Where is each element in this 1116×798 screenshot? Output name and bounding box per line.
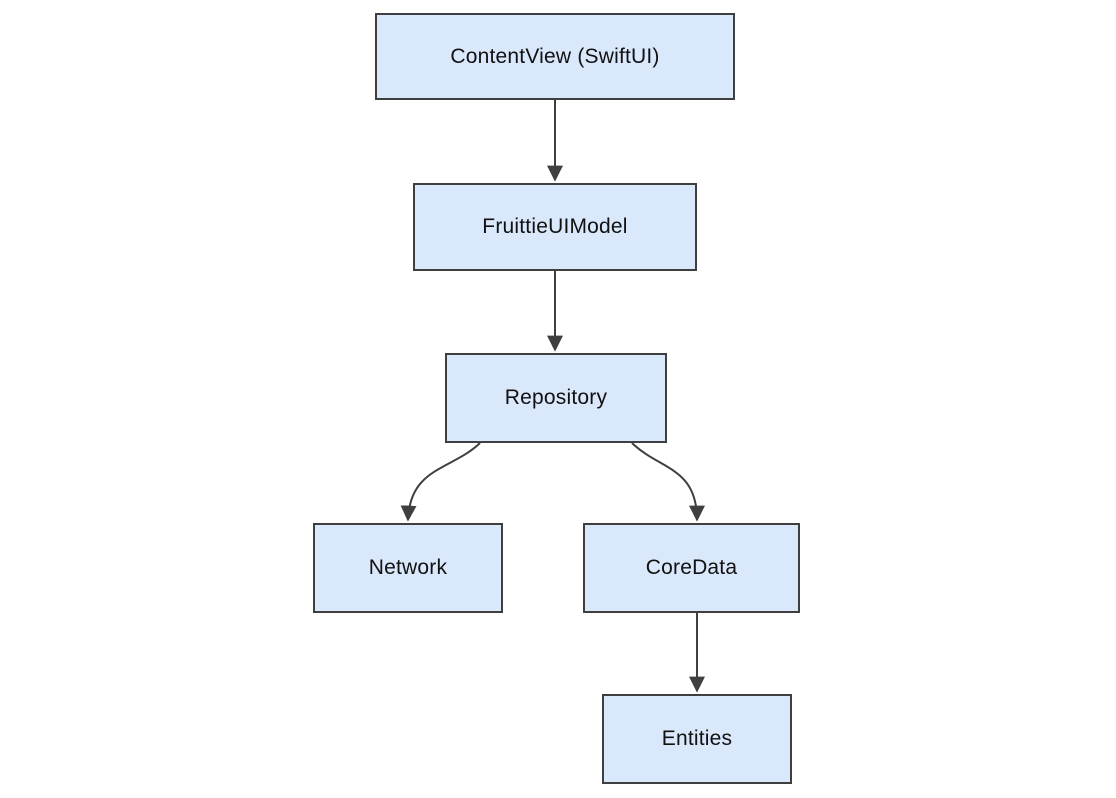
node-entities-label: Entities — [661, 727, 733, 750]
node-network-label: Network — [368, 556, 448, 579]
node-fruittieuimodel-label: FruittieUIModel — [482, 215, 628, 238]
node-contentview-swiftui: ContentView (SwiftUI) — [375, 13, 735, 100]
node-coredata-label: CoreData — [645, 556, 738, 579]
node-fruittieuimodel: FruittieUIModel — [413, 183, 697, 271]
node-repository: Repository — [445, 353, 667, 443]
node-coredata: CoreData — [583, 523, 800, 613]
node-network: Network — [313, 523, 503, 613]
edge-repository-to-coredata — [631, 442, 705, 522]
node-entities: Entities — [602, 694, 792, 784]
node-repository-label: Repository — [504, 386, 608, 409]
node-contentview-label: ContentView (SwiftUI) — [450, 44, 660, 68]
edge-repository-to-network — [400, 442, 481, 522]
